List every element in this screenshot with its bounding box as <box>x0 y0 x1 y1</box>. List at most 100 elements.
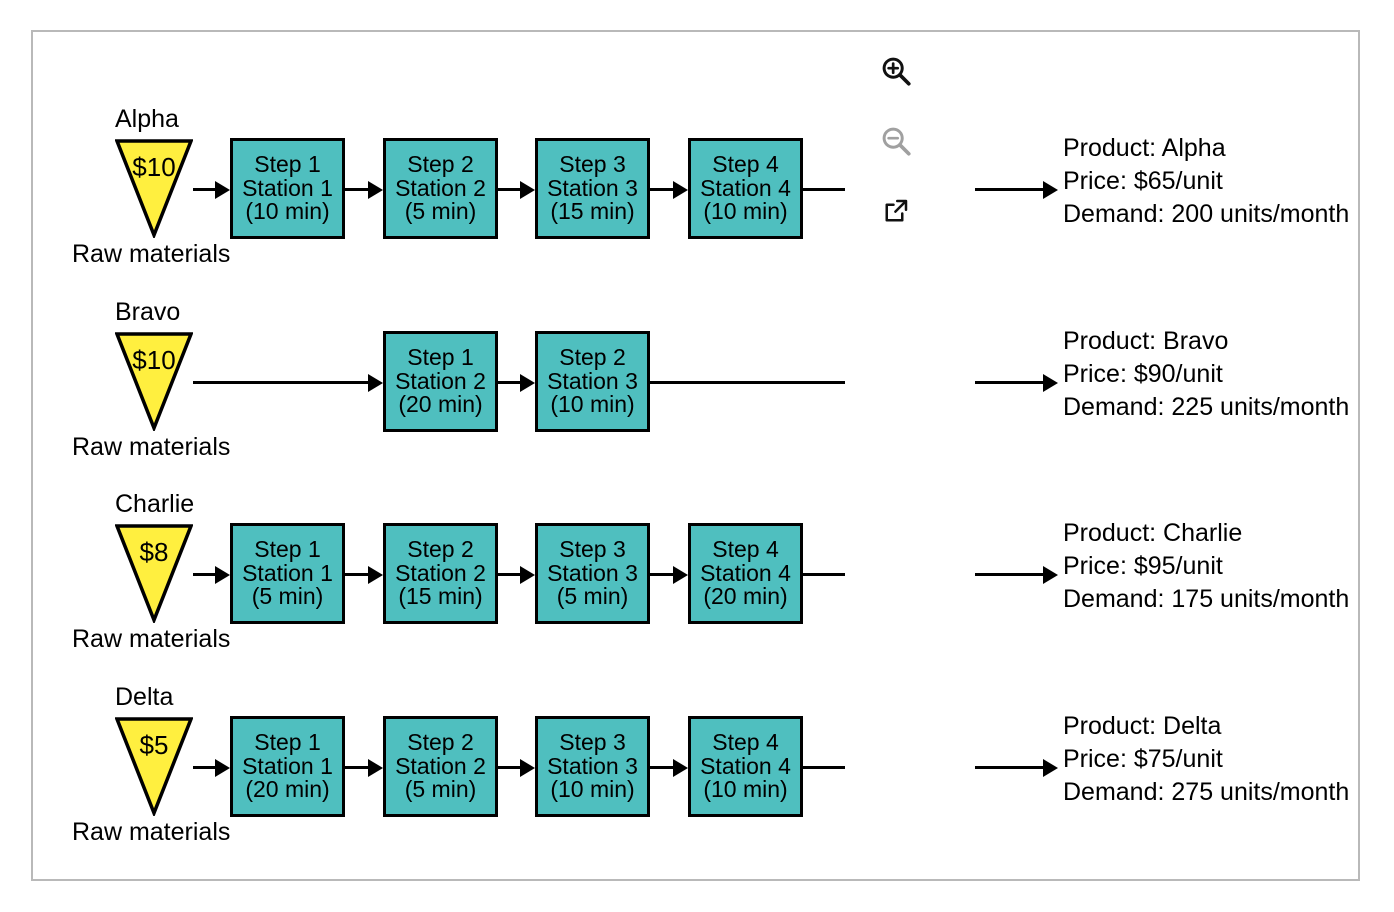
step-station-label: Station 4 <box>700 752 791 779</box>
step-step-label: Step 4 <box>712 729 779 756</box>
step-station-label: Station 1 <box>242 559 333 586</box>
external-link-icon <box>885 199 908 222</box>
output-to-info-arrow <box>975 757 1058 777</box>
step-time-label: (20 min) <box>703 583 788 610</box>
product-product-label: Product: Bravo <box>1063 327 1229 355</box>
step-station-label: Station 2 <box>395 559 486 586</box>
arrow-shaft <box>193 573 215 576</box>
step-station-label: Station 2 <box>395 752 486 779</box>
arrow-shaft <box>650 573 673 576</box>
raw-material-cost: $10 <box>132 152 176 182</box>
step-step-label: Step 1 <box>254 536 321 563</box>
step-to-step-arrow <box>498 179 535 199</box>
raw-material-cost: $10 <box>132 345 176 375</box>
step-to-step-arrow <box>650 757 688 777</box>
arrow-head <box>215 566 230 584</box>
step-to-step-arrow <box>345 179 383 199</box>
arrow-shaft <box>975 573 1043 576</box>
product-demand-label: Demand: 225 units/month <box>1063 393 1350 421</box>
step-step-label: Step 2 <box>559 344 626 371</box>
step-to-step-arrow <box>345 757 383 777</box>
step-time-label: (5 min) <box>556 583 629 610</box>
product-demand-label: Demand: 200 units/month <box>1063 200 1350 228</box>
arrow-head <box>520 374 535 392</box>
product-name-label: Delta <box>115 683 174 711</box>
arrow-shaft <box>650 766 673 769</box>
arrow-head <box>673 759 688 777</box>
arrow-shaft <box>345 188 368 191</box>
arrow-head <box>215 181 230 199</box>
step-time-label: (15 min) <box>550 198 635 225</box>
arrow-head <box>1043 181 1058 199</box>
step-station-label: Station 2 <box>395 367 486 394</box>
step-station-label: Station 1 <box>242 752 333 779</box>
raw-material-cost: $5 <box>139 730 169 760</box>
product-product-label: Product: Delta <box>1063 712 1222 740</box>
raw-material-triangle <box>115 524 193 623</box>
zoom-out-button[interactable] <box>869 114 923 168</box>
open-in-new-window-button[interactable] <box>869 184 923 238</box>
output-line <box>803 573 845 576</box>
arrow-head <box>520 566 535 584</box>
step-step-label: Step 4 <box>712 151 779 178</box>
arrow-shaft <box>975 188 1043 191</box>
output-to-info-arrow <box>975 179 1058 199</box>
step-time-label: (10 min) <box>245 198 330 225</box>
step-to-step-arrow <box>650 564 688 584</box>
step-to-step-arrow <box>498 564 535 584</box>
arrow-shaft <box>193 381 368 384</box>
output-to-info-arrow <box>975 372 1058 392</box>
raw-material-caption: Raw materials <box>72 240 231 268</box>
arrow-head <box>368 759 383 777</box>
step-station-label: Station 3 <box>547 752 638 779</box>
step-time-label: (10 min) <box>703 776 788 803</box>
zoom-in-button[interactable] <box>869 44 923 98</box>
product-product-label: Product: Alpha <box>1063 134 1226 162</box>
product-demand-label: Demand: 275 units/month <box>1063 778 1350 806</box>
arrow-head <box>520 759 535 777</box>
arrow-shaft <box>975 766 1043 769</box>
arrow-head <box>673 181 688 199</box>
product-name-label: Charlie <box>115 490 195 518</box>
arrow-shaft <box>193 188 215 191</box>
raw-material-triangle <box>115 332 193 431</box>
raw-material-to-step-arrow <box>193 179 230 199</box>
step-step-label: Step 3 <box>559 151 626 178</box>
raw-material-to-step-arrow <box>193 757 230 777</box>
raw-material-caption: Raw materials <box>72 818 231 846</box>
arrow-shaft <box>345 573 368 576</box>
arrow-shaft <box>498 573 520 576</box>
step-step-label: Step 2 <box>407 151 474 178</box>
step-time-label: (5 min) <box>404 198 477 225</box>
raw-material-caption: Raw materials <box>72 433 231 461</box>
product-price-label: Price: $75/unit <box>1063 745 1223 773</box>
output-line <box>803 766 845 769</box>
raw-material-to-step-arrow <box>193 372 383 392</box>
arrow-shaft <box>193 766 215 769</box>
arrow-head <box>673 566 688 584</box>
step-time-label: (5 min) <box>251 583 324 610</box>
step-station-label: Station 2 <box>395 174 486 201</box>
step-step-label: Step 2 <box>407 729 474 756</box>
arrow-head <box>1043 566 1058 584</box>
